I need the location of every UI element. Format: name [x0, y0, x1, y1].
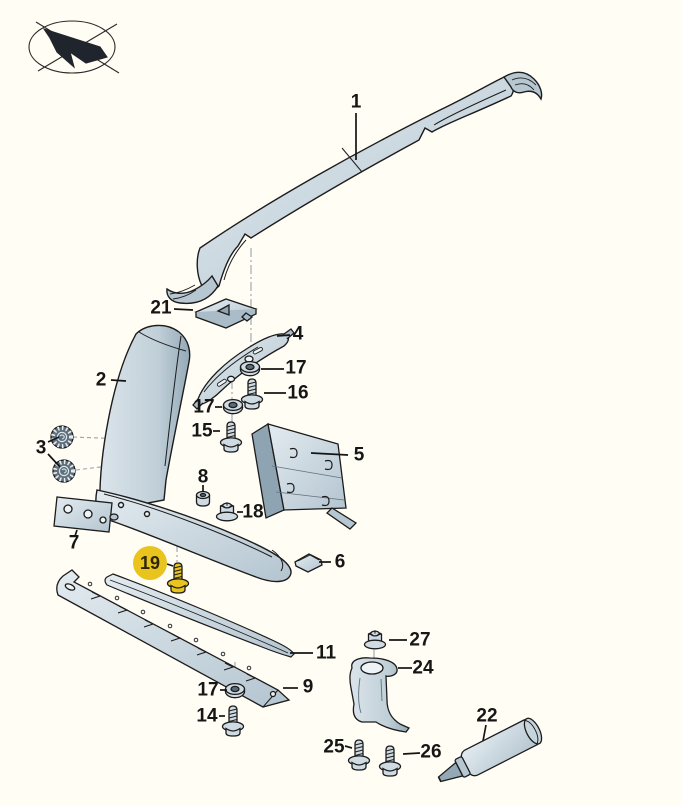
callout-25[interactable]: 25 [323, 736, 345, 758]
part-17-nut-lower[interactable] [224, 682, 246, 699]
callout-27[interactable]: 27 [409, 629, 431, 651]
callout-4[interactable]: 4 [292, 323, 304, 345]
part-22-sealant-tube[interactable] [433, 716, 545, 792]
callout-6[interactable]: 6 [334, 551, 346, 573]
part-15-screw[interactable] [219, 421, 243, 453]
part-9-sill-rail[interactable] [56, 569, 291, 708]
callout-19-highlighted[interactable]: 19 [133, 546, 167, 580]
part-27-flange-nut[interactable] [363, 630, 387, 650]
part-14-screw[interactable] [221, 705, 245, 737]
part-1-roof-trim[interactable] [166, 71, 543, 305]
part-24-bracket[interactable] [349, 657, 411, 733]
callout-17a[interactable]: 17 [285, 357, 307, 379]
part-5-side-panel[interactable] [251, 422, 358, 530]
part-25-screw[interactable] [347, 739, 371, 771]
callout-15[interactable]: 15 [191, 420, 213, 442]
callout-16[interactable]: 16 [287, 382, 309, 404]
brand-logo [28, 20, 120, 74]
part-2-pillar-trim[interactable] [95, 324, 292, 583]
callout-17c[interactable]: 17 [197, 679, 219, 701]
callout-5[interactable]: 5 [353, 444, 365, 466]
callout-2[interactable]: 2 [95, 369, 107, 391]
part-3-grommets[interactable] [49, 424, 77, 484]
callout-8[interactable]: 8 [197, 466, 209, 488]
part-19-screw-highlighted[interactable] [166, 562, 190, 594]
callout-18[interactable]: 18 [242, 501, 264, 523]
callout-22[interactable]: 22 [476, 705, 498, 727]
part-17-nut-mid[interactable] [222, 398, 244, 415]
callout-7[interactable]: 7 [68, 532, 80, 554]
callout-24[interactable]: 24 [412, 657, 434, 679]
part-8-nut[interactable] [195, 490, 211, 507]
part-6-cap[interactable] [294, 553, 323, 573]
callout-17b[interactable]: 17 [193, 396, 215, 418]
part-16-screw[interactable] [240, 378, 264, 410]
callout-26[interactable]: 26 [420, 741, 442, 763]
callout-1[interactable]: 1 [350, 91, 362, 113]
part-7-plate[interactable] [53, 496, 119, 533]
part-18-flange-nut[interactable] [215, 502, 239, 522]
part-17-nut-upper[interactable] [239, 360, 261, 377]
leader-lines [47, 113, 487, 755]
part-21-clip[interactable] [194, 298, 258, 329]
callout-14[interactable]: 14 [196, 705, 218, 727]
callout-21[interactable]: 21 [150, 297, 172, 319]
part-26-screw[interactable] [378, 745, 402, 777]
callout-9[interactable]: 9 [302, 676, 314, 698]
callout-11[interactable]: 11 [315, 642, 337, 664]
part-11-strip[interactable] [104, 573, 295, 658]
callout-3[interactable]: 3 [35, 437, 47, 459]
